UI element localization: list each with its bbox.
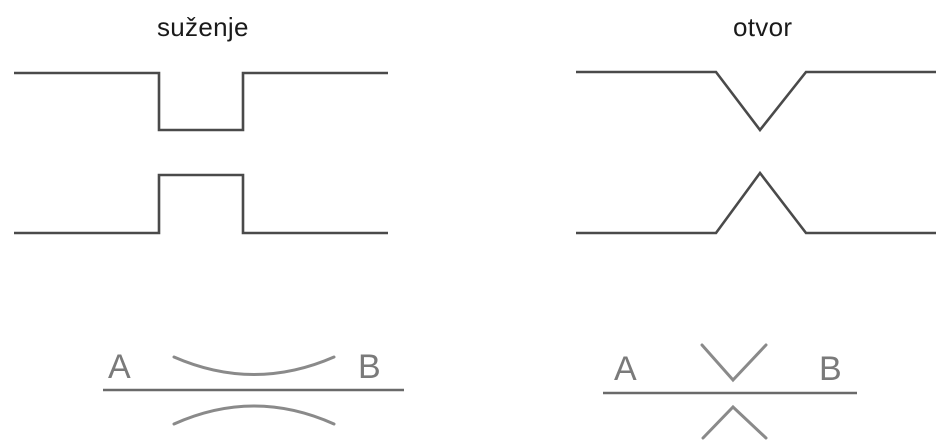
otvor-symbol-upper-v (700, 343, 768, 383)
suzenje-symbol: A B (103, 348, 404, 426)
suzenje-symbol-lower-curve (172, 404, 336, 426)
otvor-symbol-label-a: A (614, 350, 637, 388)
otvor-symbol: A B (603, 343, 857, 440)
title-otvor: otvor (733, 12, 793, 42)
suzenje-symbol-label-a: A (108, 348, 131, 386)
suzenje-lower-wall (14, 173, 388, 235)
suzenje-upper-wall (14, 71, 388, 132)
otvor-lower-wall (576, 170, 936, 235)
suzenje-outline (14, 71, 388, 235)
title-suzenje: suženje (157, 12, 249, 42)
otvor-outline (576, 70, 936, 235)
otvor-upper-wall (576, 70, 936, 133)
suzenje-symbol-upper-curve (172, 355, 336, 376)
suzenje-symbol-label-b: B (358, 348, 381, 386)
otvor-symbol-lower-v (701, 404, 768, 440)
otvor-symbol-label-b: B (819, 350, 842, 388)
